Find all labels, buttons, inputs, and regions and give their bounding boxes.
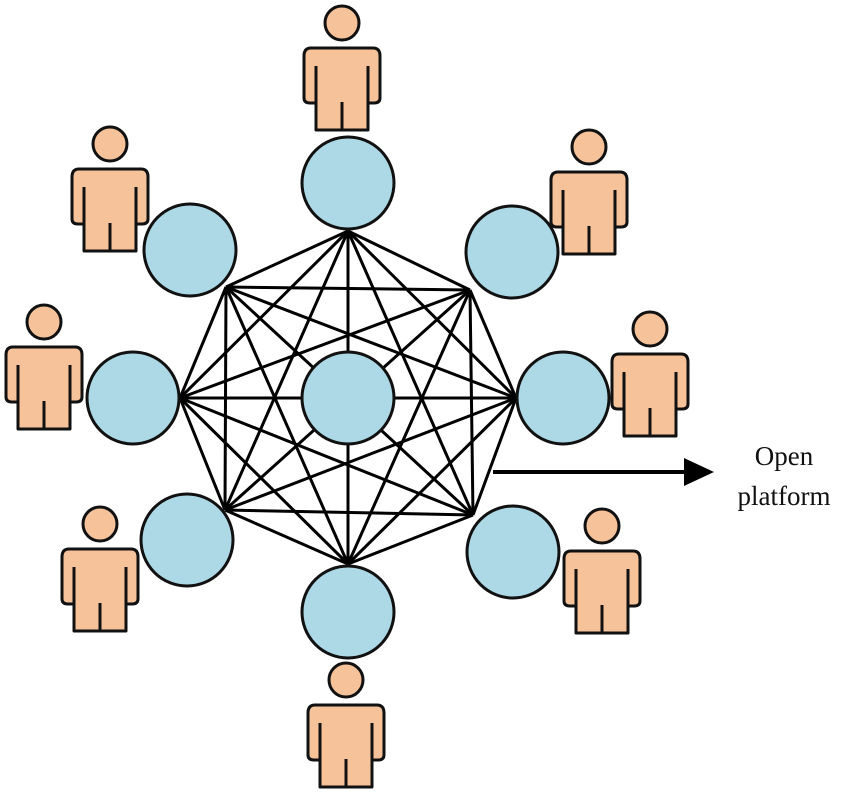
connection-edge: [224, 508, 349, 566]
arrow-head-icon: [684, 458, 714, 486]
node-group: [85, 135, 611, 660]
open-platform-label-line1: Open: [755, 441, 814, 471]
person-limb-lines: [622, 372, 678, 436]
person-limb-lines: [561, 190, 617, 254]
connection-edge: [225, 285, 471, 292]
person-head: [91, 125, 129, 163]
connection-edge: [178, 229, 350, 400]
person-icon-top-right: [549, 128, 629, 256]
person-limb-lines: [82, 187, 138, 251]
connection-edge: [346, 289, 472, 565]
person-body: [4, 345, 84, 431]
person-limb-lines: [72, 567, 128, 631]
person-body: [60, 547, 140, 633]
connection-edge: [178, 397, 227, 511]
node-top: [300, 135, 396, 231]
open-platform-arrow: [493, 458, 714, 486]
connection-edge: [178, 286, 228, 399]
connection-edge: [346, 230, 475, 516]
open-platform-label-line2: platform: [738, 481, 831, 511]
connection-edge: [471, 397, 518, 516]
person-icon-top-left: [70, 125, 150, 253]
person-icon-left: [4, 303, 84, 431]
person-body: [562, 549, 642, 635]
person-head: [323, 4, 361, 42]
node-left: [85, 350, 181, 446]
connection-edge: [347, 229, 471, 292]
person-head: [25, 303, 63, 341]
person-body: [549, 170, 629, 256]
node-bottom-left: [139, 492, 235, 588]
person-body: [70, 167, 150, 253]
edge-group: [178, 229, 518, 566]
person-limb-lines: [16, 365, 72, 429]
person-icon-bottom-left: [60, 505, 140, 633]
person-head: [81, 505, 119, 543]
node-bottom: [300, 564, 396, 660]
person-head: [631, 310, 669, 348]
connection-edge: [347, 513, 474, 566]
person-body: [306, 703, 386, 789]
connection-edge: [225, 285, 517, 400]
person-body: [302, 46, 382, 132]
node-right: [515, 350, 611, 446]
connection-edge: [468, 289, 475, 516]
person-head: [583, 507, 621, 545]
connection-edge: [346, 396, 518, 566]
person-icon-right: [610, 310, 690, 438]
connection-edge: [468, 289, 518, 399]
person-limb-lines: [314, 66, 370, 130]
connection-edge: [346, 229, 518, 400]
connection-edge: [178, 396, 350, 566]
connection-edge: [225, 229, 349, 289]
connection-edge: [223, 286, 228, 511]
person-head: [570, 128, 608, 166]
connection-edge: [224, 286, 350, 565]
person-limb-lines: [318, 723, 374, 787]
connection-edge: [179, 396, 474, 517]
person-body: [610, 352, 690, 438]
connection-edge: [179, 288, 471, 400]
connection-edge: [224, 508, 474, 517]
center-node: [300, 350, 396, 446]
node-top-right: [464, 204, 560, 300]
user-group: [4, 4, 690, 789]
person-icon-bottom-right: [562, 507, 642, 635]
person-icon-top: [302, 4, 382, 132]
node-bottom-right: [465, 504, 561, 600]
person-icon-bottom: [306, 661, 386, 789]
person-limb-lines: [574, 569, 630, 633]
person-head: [327, 661, 365, 699]
node-top-left: [142, 202, 238, 298]
